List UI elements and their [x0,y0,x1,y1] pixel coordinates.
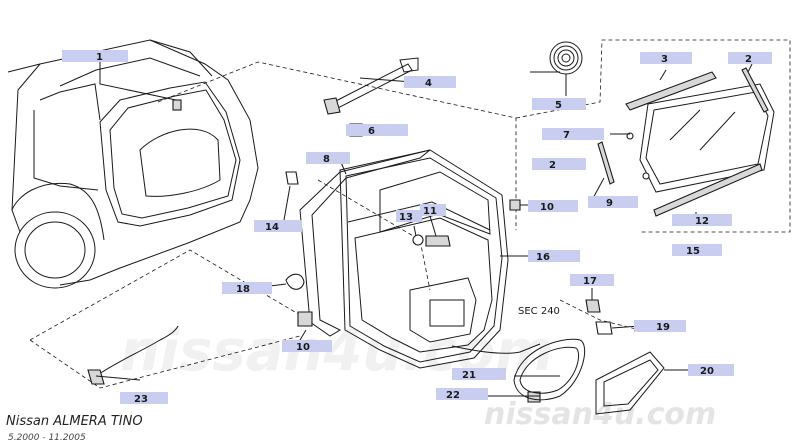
callout-23[interactable]: 23 [134,394,148,405]
striker-drawing [285,273,305,290]
assembly-outline-upper [157,61,517,230]
callout-16[interactable]: 16 [536,252,550,263]
car-body-drawing [7,39,259,289]
callout-22[interactable]: 22 [446,390,460,401]
watermark-bottom-right: nissan4u.com [484,397,716,432]
sec-harness-drawing [451,343,541,354]
callout-2-top[interactable]: 2 [745,54,752,65]
callout-15[interactable]: 15 [686,246,700,257]
model-title: Nissan ALMERA TINO [6,414,143,429]
callout-13[interactable]: 13 [399,212,413,223]
rear-glass-drawing [597,67,775,217]
callout-12[interactable]: 12 [695,216,709,227]
bolt-lower-drawing [297,311,313,327]
finisher-drawing [513,338,586,401]
callout-7[interactable]: 7 [563,130,570,141]
bulb-socket-drawing [585,299,601,313]
callout-5[interactable]: 5 [555,100,562,111]
callout-21[interactable]: 21 [462,370,476,381]
assembly-outline-inner [317,179,431,291]
callout-18[interactable]: 18 [236,284,250,295]
callout-3[interactable]: 3 [661,54,668,65]
callout-11[interactable]: 11 [423,206,437,217]
gas-stay-drawing [323,57,419,115]
section-ref[interactable]: SEC 240 [518,306,560,317]
callout-2-left[interactable]: 2 [549,160,556,171]
callout-20[interactable]: 20 [700,366,714,377]
callout-6[interactable]: 6 [368,126,375,137]
callout-10-left[interactable]: 10 [296,342,310,353]
model-dates: 5.2000 - 11.2005 [8,433,86,443]
callout-1[interactable]: 1 [96,52,103,63]
callout-tag-1 [62,50,128,62]
clip-drawing [595,321,613,335]
callout-19[interactable]: 19 [656,322,670,333]
callout-14[interactable]: 14 [265,222,279,233]
assembly-outline-lower [29,335,301,389]
callout-9[interactable]: 9 [606,198,613,209]
callout-8[interactable]: 8 [323,154,330,165]
license-lamp-drawing [595,351,665,415]
callout-4[interactable]: 4 [425,78,432,89]
back-door-drawing [339,149,509,369]
harness-drawing [95,325,179,377]
callout-17[interactable]: 17 [583,276,597,287]
weatherstrip-drawing [299,149,431,337]
bumper-stop-drawing [285,171,299,185]
callout-10-right[interactable]: 10 [540,202,554,213]
bolt-right-drawing [509,199,521,211]
callouts: 1 4 5 3 2 6 7 8 2 9 10 13 11 14 12 15 16 [62,50,772,405]
seal-roll-drawing [530,41,583,75]
